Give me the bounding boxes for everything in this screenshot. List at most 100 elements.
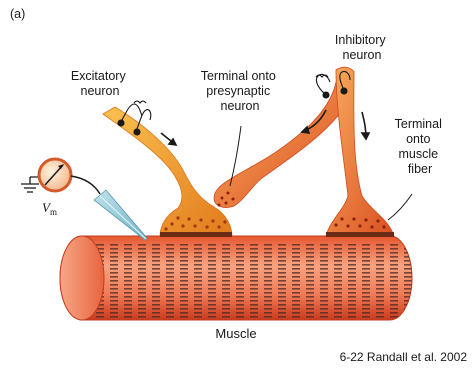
striation-band [250, 252, 258, 254]
striation-band [320, 316, 328, 318]
striation-band [362, 268, 370, 270]
striation-band [250, 256, 258, 258]
striation-band [376, 248, 384, 250]
striation-band [376, 316, 384, 318]
striation-band [264, 296, 272, 298]
striation-band [334, 256, 342, 258]
striation-band [208, 272, 216, 274]
striation-band [376, 268, 384, 270]
muscle-end-face [60, 236, 104, 320]
striation-band [376, 300, 384, 302]
striation-band [362, 292, 370, 294]
striation-band [292, 260, 300, 262]
striation-band [180, 300, 188, 302]
striation-band [250, 284, 258, 286]
striation-band [278, 308, 286, 310]
striation-band [404, 256, 412, 258]
striation-band [180, 276, 188, 278]
striation-band [404, 244, 412, 246]
striation-band [138, 288, 146, 290]
striation-band [376, 296, 384, 298]
striation-band [404, 280, 412, 282]
striation-band [124, 288, 132, 290]
striation-band [320, 292, 328, 294]
striation-band [390, 308, 398, 310]
striation-band [152, 284, 160, 286]
striation-band [278, 296, 286, 298]
striation-band [124, 312, 132, 314]
striation-band [264, 316, 272, 318]
striation-band [152, 280, 160, 282]
striation-band [194, 304, 202, 306]
striation-band [110, 284, 118, 286]
arrow-icon [161, 133, 176, 145]
striation-band [124, 248, 132, 250]
striation-band [250, 280, 258, 282]
striation-band [278, 272, 286, 274]
striation-band [348, 276, 356, 278]
striation-band [306, 288, 314, 290]
striation-band [320, 260, 328, 262]
striation-band [208, 284, 216, 286]
striation-band [264, 292, 272, 294]
striation-band [278, 252, 286, 254]
striation-band [222, 312, 230, 314]
striation-band [390, 272, 398, 274]
striation-band [292, 268, 300, 270]
striation-band [348, 296, 356, 298]
striation-band [362, 316, 370, 318]
striation-band [306, 256, 314, 258]
striation-band [376, 288, 384, 290]
striation-band [348, 272, 356, 274]
striation-band [334, 292, 342, 294]
striation-band [138, 264, 146, 266]
terminal-muscle-label: Terminal onto muscle fiber [395, 117, 446, 176]
striation-band [138, 308, 146, 310]
striation-band [138, 280, 146, 282]
striation-band [138, 260, 146, 262]
striation-band [236, 316, 244, 318]
striation-band [152, 264, 160, 266]
striation-band [348, 268, 356, 270]
striation-band [362, 256, 370, 258]
striation-band [194, 252, 202, 254]
striation-band [180, 264, 188, 266]
striation-band [362, 248, 370, 250]
muscle-fiber [60, 236, 412, 320]
striation-band [236, 268, 244, 270]
striation-band [334, 260, 342, 262]
striation-band [250, 316, 258, 318]
striation-band [306, 248, 314, 250]
striation-band [138, 268, 146, 270]
striation-band [180, 268, 188, 270]
striation-band [334, 276, 342, 278]
striation-band [334, 304, 342, 306]
striation-band [222, 260, 230, 262]
striation-band [292, 312, 300, 314]
striation-band [348, 244, 356, 246]
striation-band [194, 300, 202, 302]
striation-band [264, 256, 272, 258]
striation-band [404, 276, 412, 278]
figure-credit: 6-22 Randall et al. 2002 [340, 350, 468, 364]
striation-band [222, 248, 230, 250]
striation-band [362, 280, 370, 282]
striation-band [362, 244, 370, 246]
striation-band [390, 260, 398, 262]
striation-band [404, 288, 412, 290]
muscle-label: Muscle [215, 326, 256, 341]
striation-band [334, 308, 342, 310]
striation-band [222, 276, 230, 278]
striation-band [264, 288, 272, 290]
striation-band [124, 300, 132, 302]
striation-band [222, 280, 230, 282]
striation-band [320, 280, 328, 282]
striation-band [236, 292, 244, 294]
striation-band [264, 284, 272, 286]
striation-band [362, 284, 370, 286]
striation-band [110, 268, 118, 270]
striation-band [362, 264, 370, 266]
striation-band [264, 304, 272, 306]
striation-band [348, 284, 356, 286]
striation-band [208, 252, 216, 254]
